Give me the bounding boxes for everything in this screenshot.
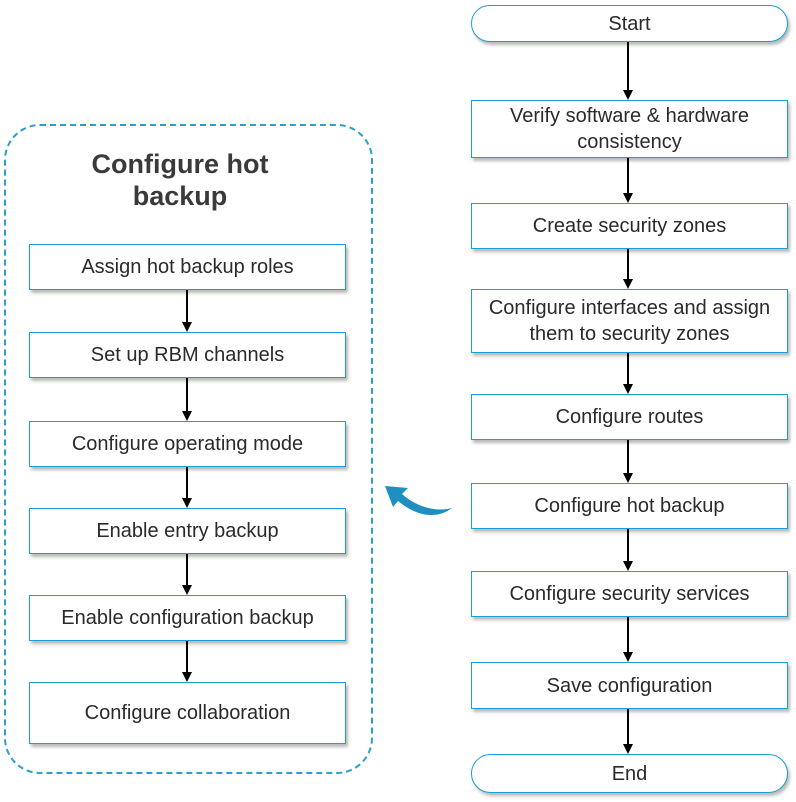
step-save-configuration: Save configuration [471,662,788,709]
step-verify-consistency: Verify software & hardware consistency [471,100,788,158]
substep-collaboration: Configure collaboration [29,682,346,744]
step-configure-services: Configure security services [471,571,788,617]
substep-entry-backup: Enable entry backup [29,508,346,554]
substep-operating-mode: Configure operating mode [29,421,346,467]
hot-backup-group [4,124,373,774]
callout-arrow [385,486,452,516]
start-terminal: Start [471,5,788,42]
step-configure-hot-backup: Configure hot backup [471,483,788,529]
substep-rbm-channels: Set up RBM channels [29,332,346,378]
step-create-zones: Create security zones [471,203,788,249]
step-configure-routes: Configure routes [471,394,788,440]
step-configure-interfaces: Configure interfaces and assign them to … [471,289,788,353]
substep-configuration-backup: Enable configuration backup [29,595,346,641]
substep-assign-roles: Assign hot backup roles [29,244,346,290]
end-terminal: End [471,754,788,793]
group-title: Configure hot backup [91,149,269,211]
